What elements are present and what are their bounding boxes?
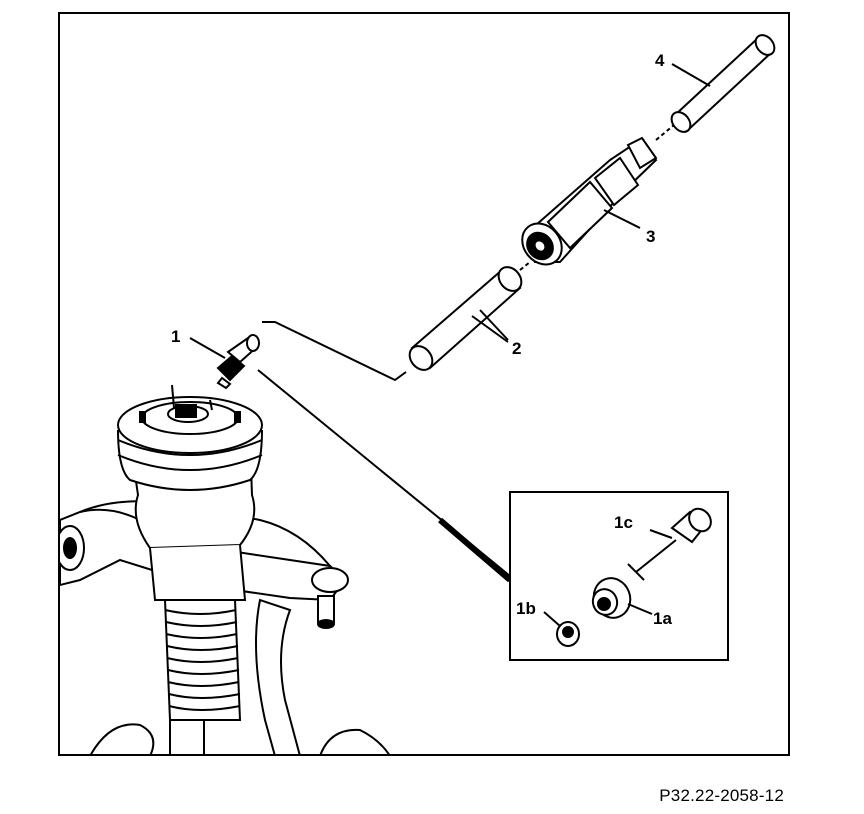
callout-1: 1: [171, 327, 180, 346]
union-nut-part-3: [521, 136, 658, 266]
connection-line: [262, 321, 407, 382]
callout-4: 4: [655, 51, 665, 70]
callout-2: 2: [512, 339, 521, 358]
callout-1b: 1b: [516, 599, 536, 618]
detail-pointer-thick: [438, 517, 512, 583]
tube-part-4: [670, 34, 776, 133]
figure-reference-code: P32.22-2058-12: [659, 786, 784, 805]
connector-fitting: [216, 334, 260, 390]
detail-parts: [543, 507, 712, 647]
callout-1c: 1c: [614, 513, 633, 532]
tube-part-2: [408, 266, 523, 371]
callout-3: 3: [646, 227, 655, 246]
callout-1a: 1a: [653, 609, 672, 628]
air-suspension-strut: [60, 384, 390, 754]
